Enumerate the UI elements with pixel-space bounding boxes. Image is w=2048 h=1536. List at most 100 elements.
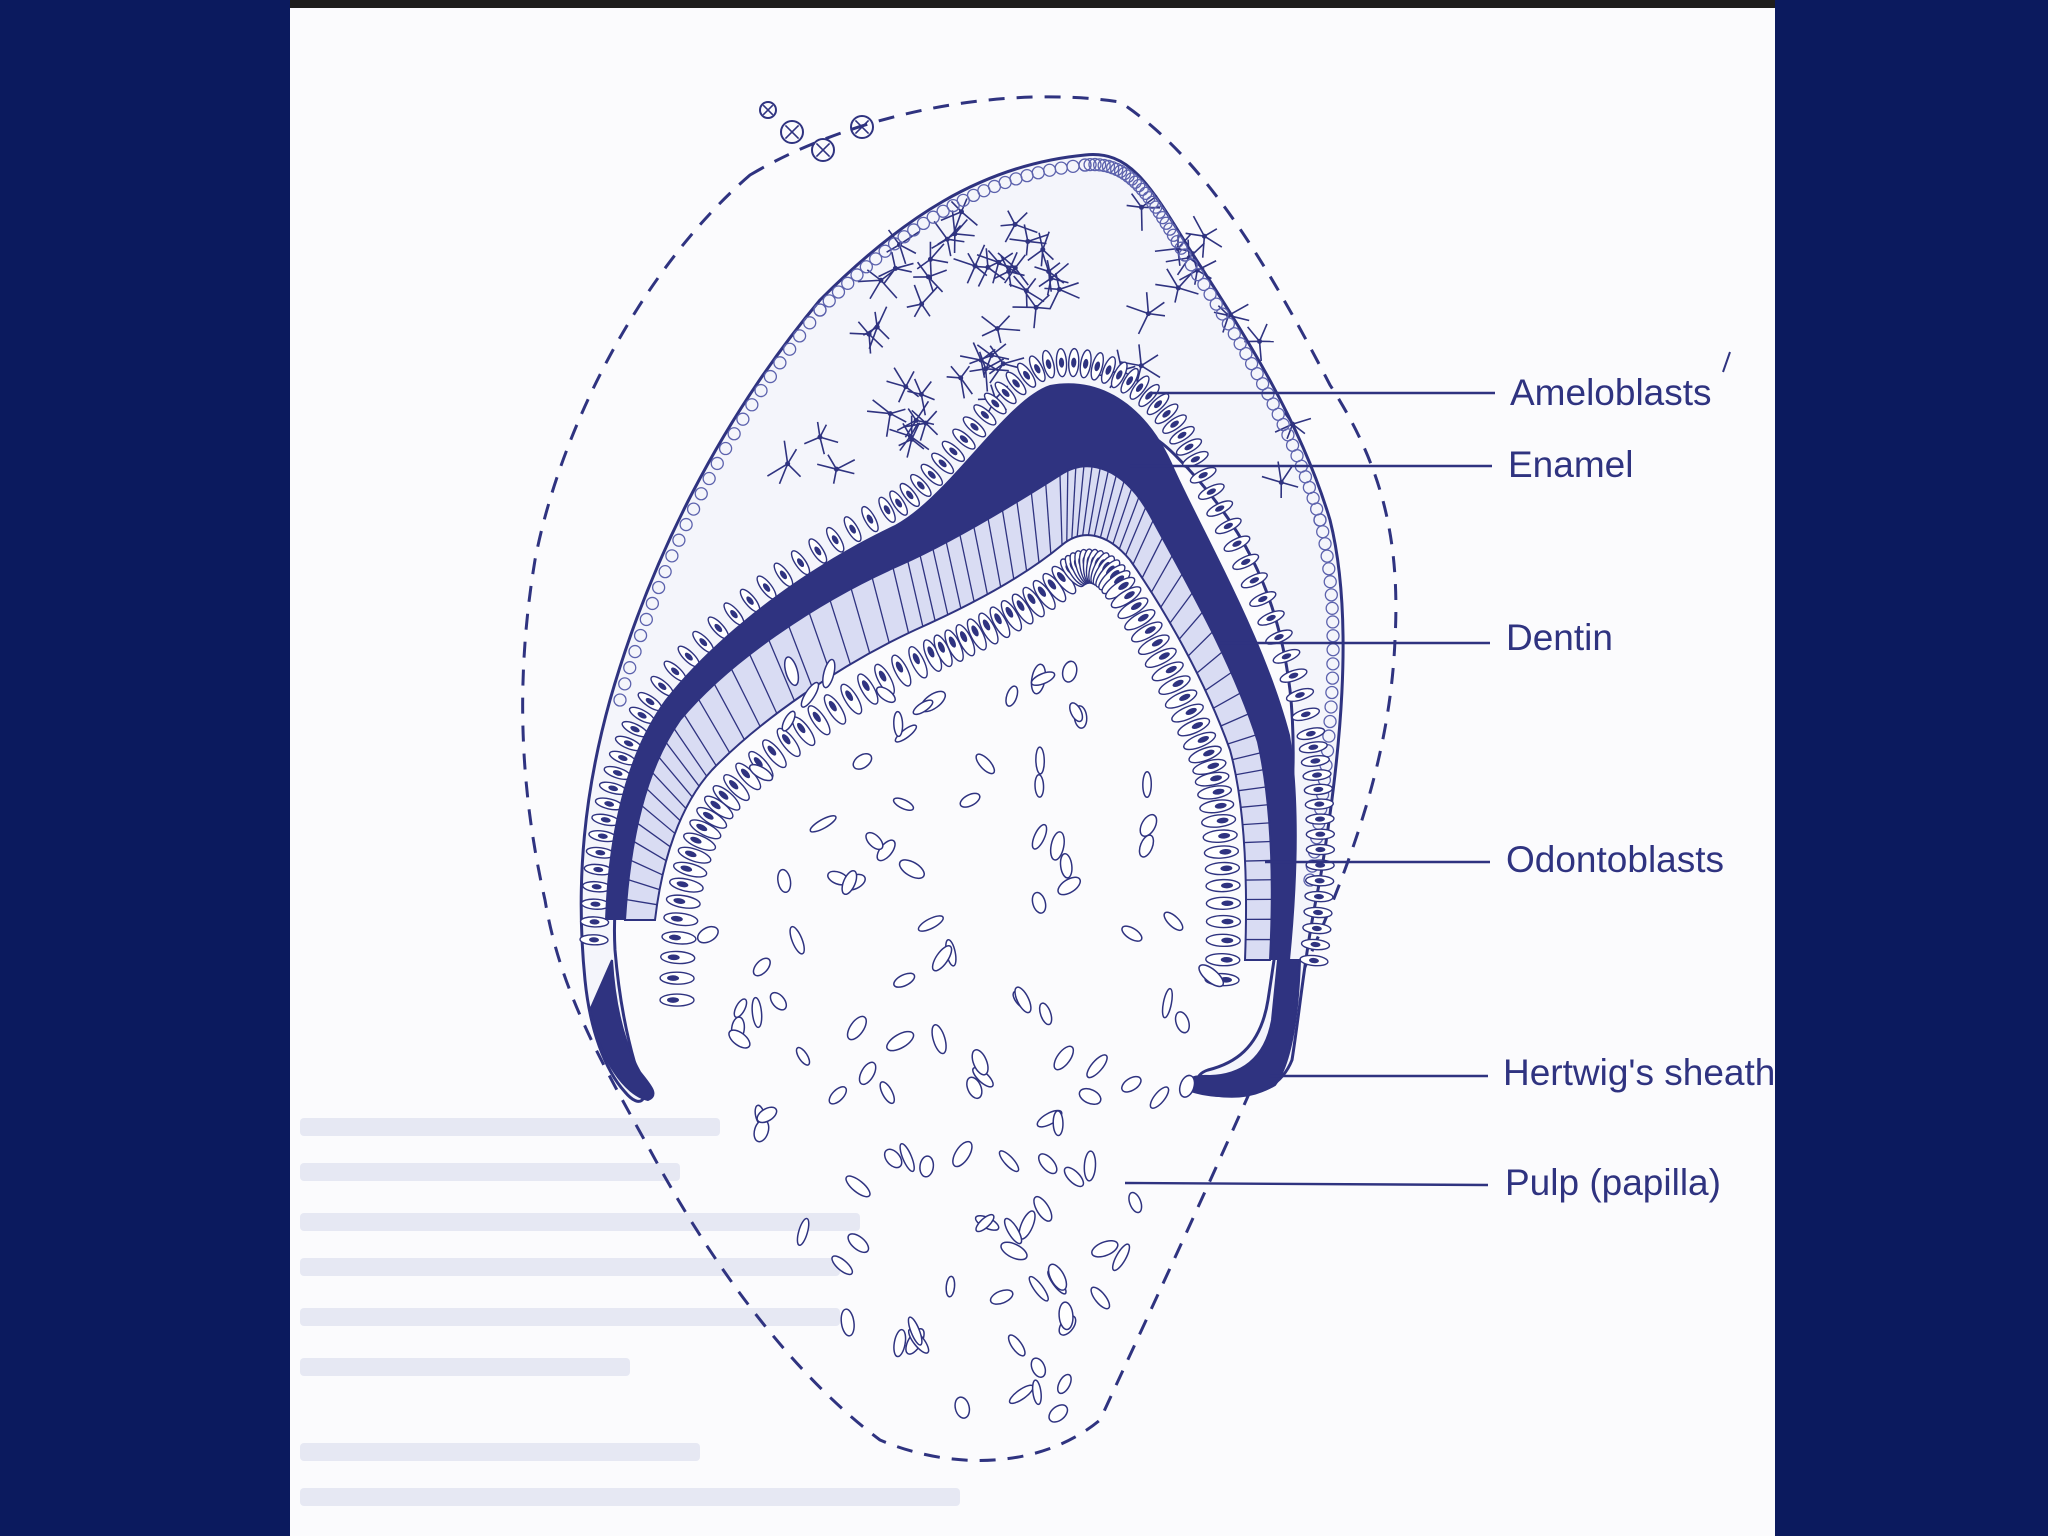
outer-epithelial-cell xyxy=(745,398,759,412)
stellate-cell xyxy=(906,284,938,318)
ameloblast-cell xyxy=(962,416,987,438)
outer-epithelial-cell xyxy=(1170,234,1184,249)
ameloblast-cell xyxy=(1305,813,1335,825)
ameloblast-cell xyxy=(1110,361,1128,389)
dentin-tubule xyxy=(973,526,989,595)
pulp-cell xyxy=(828,1086,848,1105)
outer-epithelial-cell xyxy=(1326,629,1340,643)
pulp-cell xyxy=(1005,685,1019,707)
dentin-tubule xyxy=(637,822,671,848)
odontoblast-cell xyxy=(1205,878,1241,893)
outer-epithelial-cell xyxy=(623,661,637,675)
pulp-cell xyxy=(917,915,944,932)
ameloblast-cell xyxy=(1016,362,1037,388)
stellate-cell xyxy=(907,378,935,416)
label-enamel: Enamel xyxy=(1508,444,1633,485)
outer-epithelial-cell xyxy=(686,502,701,516)
outer-epithelial-cell xyxy=(645,596,660,611)
bleed-line xyxy=(300,1443,700,1461)
odontoblast-cell xyxy=(1194,771,1230,787)
label-dentin: Dentin xyxy=(1506,617,1613,658)
pulp-cell xyxy=(1052,1110,1064,1137)
ameloblast-cell xyxy=(1298,741,1328,754)
pulp-cell xyxy=(1030,671,1056,687)
bleed-line xyxy=(300,1308,840,1326)
ameloblast-cell xyxy=(878,496,896,523)
pulp-cell xyxy=(1047,1263,1068,1291)
hertwigs-sheath-left xyxy=(588,959,655,1102)
outer-epithelial-cell xyxy=(672,533,686,547)
outer-epithelial-cell xyxy=(1078,158,1092,172)
dentin-tubule xyxy=(1059,474,1063,546)
dentin-tubule xyxy=(1106,481,1125,541)
pulp-cell xyxy=(966,1076,983,1100)
dentin-tubule xyxy=(1227,734,1256,745)
dentin-tubule xyxy=(1125,507,1147,556)
dentin-tubule xyxy=(626,899,658,906)
bleed-line xyxy=(300,1258,840,1276)
pulp-cell xyxy=(769,991,788,1011)
pulp-cell xyxy=(1038,1002,1053,1026)
ameloblast-cell xyxy=(1181,450,1209,468)
odontoblast-cell xyxy=(665,894,701,909)
outer-epithelial-cell xyxy=(1203,287,1217,301)
pulp-cell xyxy=(886,1030,915,1052)
pulp-cell xyxy=(840,1308,855,1337)
dentin-tubule xyxy=(633,841,667,862)
ameloblast-cell xyxy=(1305,828,1336,840)
ameloblast-cell xyxy=(1154,403,1179,425)
odontoblast-cell xyxy=(669,877,704,893)
pulp-cell xyxy=(1111,1243,1131,1272)
stellate-cell xyxy=(803,421,839,455)
pulp-cell xyxy=(1003,1217,1023,1245)
outer-epithelial-cell xyxy=(792,329,807,343)
outer-epithelial-cell xyxy=(618,677,632,691)
ameloblast-cell xyxy=(1175,438,1203,456)
pulp-cell xyxy=(1031,891,1047,914)
dentin-tubule xyxy=(1213,692,1241,709)
outer-epithelial-cell xyxy=(1326,615,1340,629)
ameloblast-cell xyxy=(889,490,909,516)
pulp-cell xyxy=(975,1213,995,1233)
dentin-tubule xyxy=(1141,537,1164,579)
ameloblast-cell xyxy=(1303,906,1333,919)
pulp-cell xyxy=(912,699,934,716)
outer-epithelial-cell xyxy=(783,342,797,356)
outer-epithelial-cell xyxy=(1128,175,1142,189)
outer-epithelial-cell xyxy=(1174,241,1188,255)
pulp-cell xyxy=(800,681,820,708)
pulp-cell xyxy=(875,686,896,704)
dentin-tubule xyxy=(698,699,731,754)
outer-epithelial-cell xyxy=(1322,729,1336,743)
odontoblast-cell xyxy=(1197,785,1233,800)
outer-epithelial-cell xyxy=(822,294,836,308)
dentin-tubule xyxy=(850,588,871,654)
label-odontoblasts: Odontoblasts xyxy=(1506,839,1724,880)
odontoblast-cell xyxy=(1203,845,1240,859)
stellate-cell xyxy=(937,210,975,253)
ameloblast-cell xyxy=(1120,367,1139,394)
dentin-tubule xyxy=(1082,466,1093,536)
odontoblast-cell xyxy=(1011,593,1034,625)
odontoblast-cell xyxy=(1205,914,1242,929)
dentin-tubule xyxy=(628,879,660,891)
pulp-cell xyxy=(751,996,763,1029)
pulp-cell xyxy=(1061,660,1078,683)
stellate-cell xyxy=(1012,292,1051,329)
pulp-cell xyxy=(781,710,796,732)
odontoblast-cell xyxy=(1051,565,1077,595)
pulp-cell xyxy=(898,859,925,880)
outer-epithelial-cell xyxy=(1322,562,1336,576)
dental-pulp-cells xyxy=(696,656,1225,1423)
dentin-tubule xyxy=(919,555,936,621)
odontoblast-cell xyxy=(1151,661,1184,682)
ameloblast-cell xyxy=(994,381,1017,405)
odontoblast-cell xyxy=(659,993,695,1007)
stellate-cell xyxy=(1126,292,1166,335)
outer-epithelial-cell xyxy=(1325,685,1339,700)
ameloblast-cell xyxy=(1189,466,1217,484)
pulp-cell xyxy=(1008,1384,1035,1405)
outer-epithelial-cell xyxy=(1250,367,1264,381)
dentin-tubule xyxy=(1196,651,1223,674)
outer-epithelial-cell xyxy=(813,303,827,317)
